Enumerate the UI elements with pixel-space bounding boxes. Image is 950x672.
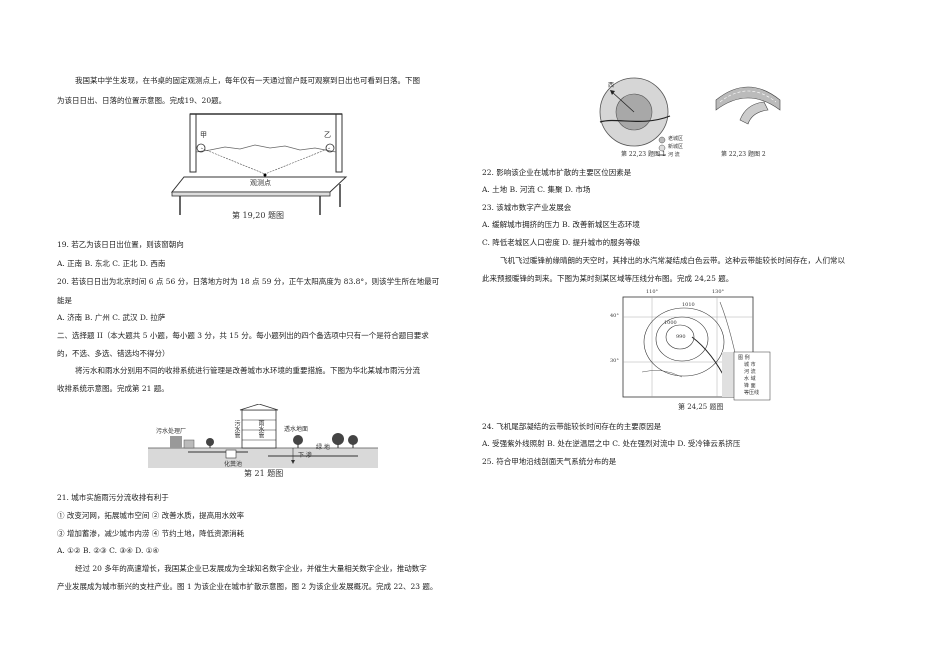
figure-city-diffusion: 西 老城区 新城区 河 流 [592, 72, 692, 158]
intro-22-23-line1: 经过 20 多年的高速增长，我国某企业已发展成为全球知名数字企业，并催生大量相关… [75, 564, 427, 573]
label-permeable-ground: 透水地面 [284, 426, 309, 433]
figure-24-25-caption: 第 24,25 题图 [678, 403, 724, 411]
legend-title: 图 例 [738, 355, 750, 361]
intro-19-20-line2: 为该日日出、日落的位置示意图。完成19、20题。 [57, 96, 227, 105]
question-19: 19. 若乙为该日日出位置，则该窗朝向 [57, 240, 184, 249]
question-20-line1: 20. 若该日日出为北京时间 6 点 56 分，日落地方时为 18 点 59 分… [57, 277, 440, 286]
legend-new-city: 新城区 [668, 144, 684, 150]
figure-drainage-system: 污水处理厂 污水管 雨水管 透水地面 化粪池 下 渗 绿 地 [148, 403, 378, 468]
figure-window-sun: 甲 乙 观测点 [170, 112, 360, 217]
isobar-1010: 1010 [682, 302, 695, 308]
label-sewage-pipe: 污水管 [233, 420, 240, 438]
legend-water: 水 域 [744, 376, 756, 382]
label-green-land: 绿 地 [316, 444, 330, 451]
section-2-heading: 二、选择题 II（本大题共 5 小题，每小题 3 分，共 15 分。每小题列出的… [57, 331, 429, 340]
question-20-line2: 能是 [57, 296, 72, 305]
question-25: 25. 符合甲地沿线剖面天气系统分布的是 [482, 457, 617, 466]
question-21-options: A. ①② B. ②③ C. ③④ D. ①④ [57, 546, 160, 555]
question-23-option-line2: C. 降低老城区人口密度 D. 提升城市的服务等级 [482, 238, 641, 247]
figure-isobar-map: 110° 130° 40° 30° 1010 1000 990 图 例 城 市 … [610, 289, 772, 402]
label-rain-pipe: 雨水管 [257, 420, 264, 438]
label-treatment-plant: 污水处理厂 [156, 428, 187, 435]
intro-19-20-line1: 我国某中学生发现，在书桌的固定观测点上，每年仅有一天通过窗户既可观察到日出也可看… [75, 76, 420, 85]
question-23-option-line1: A. 缓解城市拥挤的压力 B. 改善新城区生态环境 [482, 220, 640, 229]
question-22-options: A. 土地 B. 河流 C. 集聚 D. 市场 [482, 185, 591, 194]
question-19-options: A. 正南 B. 东北 C. 正北 D. 西南 [57, 259, 166, 268]
label-west: 西 [608, 82, 615, 89]
legend-old-city: 老城区 [668, 136, 684, 142]
figure-22-23-caption-2: 第 22,23 题图 2 [721, 151, 766, 158]
intro-22-23-line2: 产业发展成为城市新兴的支柱产业。图 1 为该企业在城市扩散示意图，图 2 为该企… [57, 582, 438, 591]
legend-isobar: 等压线 [744, 390, 760, 396]
label-septic-tank: 化粪池 [224, 461, 243, 468]
label-yi: 乙 [324, 131, 331, 139]
legend-river: 河 流 [744, 369, 756, 375]
question-21: 21. 城市实施雨污分流收排有利于 [57, 493, 169, 502]
figure-19-20-caption: 第 19,20 题图 [232, 211, 284, 220]
question-24-options: A. 受强紫外线照射 B. 处在逆温层之中 C. 处在强烈对流中 D. 受冷锋云… [482, 439, 741, 448]
intro-21-line2: 收排系统示意图。完成第 21 题。 [57, 384, 169, 393]
label-observation-point: 观测点 [250, 179, 271, 187]
figure-22-23-caption-1: 第 22,23 题图 1 [621, 151, 666, 158]
latitude-40: 40° [610, 313, 619, 319]
intro-21-line1: 将污水和雨水分别用不同的收排系统进行管理是改善城市水环境的重要措施。下图为华北某… [75, 366, 420, 375]
longitude-110: 110° [646, 289, 659, 295]
isobar-990: 990 [676, 334, 686, 340]
legend-front: 锋 面 [744, 383, 756, 389]
latitude-30: 30° [610, 358, 619, 364]
question-21-option-line1: ① 改变河网，拓展城市空间 ② 改善水质，提高用水效率 [57, 511, 245, 520]
question-23: 23. 该城市数字产业发展会 [482, 203, 572, 212]
question-22: 22. 影响该企业在城市扩散的主要区位因素是 [482, 168, 632, 177]
legend-city: 城 市 [744, 362, 756, 368]
label-infiltration: 下 渗 [298, 452, 312, 459]
isobar-1000: 1000 [664, 320, 677, 326]
label-jia: 甲 [200, 131, 207, 139]
longitude-130: 130° [712, 289, 725, 295]
figure-enterprise-development [706, 80, 790, 140]
question-21-option-line2: ③ 增加蓄渗，减少城市内涝 ④ 节约土地，降低资源消耗 [57, 529, 245, 538]
figure-21-caption: 第 21 题图 [244, 469, 284, 478]
question-24: 24. 飞机尾部凝结的云带能较长时间存在的主要原因是 [482, 422, 662, 431]
intro-24-25-line2: 此来预报暖锋的到来。下图为某时刻某区域等压线分布图。完成 24,25 题。 [482, 274, 734, 283]
intro-24-25-line1: 飞机飞过暖锋前缘晴朗的天空时，其排出的水汽常凝结成白色云带。这种云带能较长时间存… [500, 256, 845, 265]
legend-river: 河 流 [668, 152, 680, 158]
section-2-heading-line2: 的，不选、多选、错选均不得分） [57, 349, 170, 358]
question-20-options: A. 济南 B. 广州 C. 武汉 D. 拉萨 [57, 313, 166, 322]
